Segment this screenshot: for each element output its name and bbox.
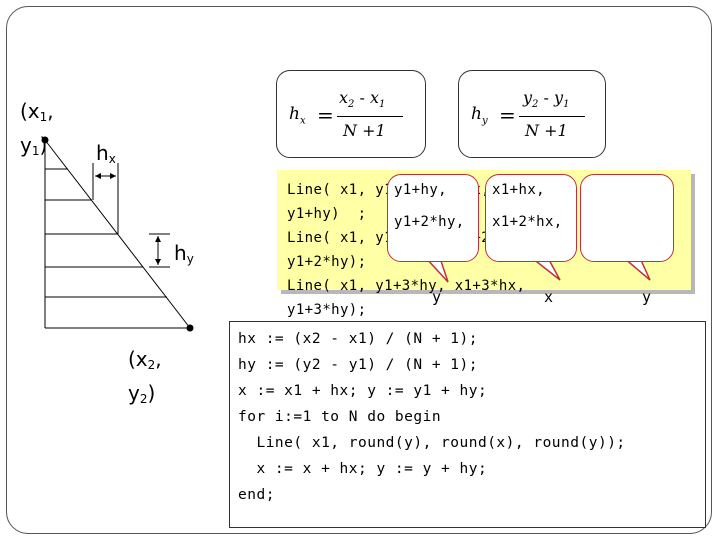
code-line: x := x + hx; y := y + hy; — [238, 461, 488, 477]
formula-hy-fraction-bar — [519, 116, 585, 117]
code-line: for i:=1 to N do begin — [238, 409, 442, 425]
formula-hy-lhs: hy — [471, 104, 488, 127]
code-line: x := x1 + hx; y := y1 + hy; — [238, 383, 488, 399]
formula-hx-box: hx = x2 - x1 N +1 — [276, 70, 426, 158]
callout-tag-y2: y — [642, 288, 652, 306]
hx-arrowhead-right — [110, 173, 116, 179]
formula-hx-equals: = — [317, 103, 334, 127]
code-line: Line( x1, round(y), round(x), round(y)); — [238, 435, 626, 451]
hy-arrowhead-top — [155, 236, 161, 242]
code-line: hx := (x2 - x1) / (N + 1); — [238, 331, 478, 347]
code-line: end; — [238, 487, 275, 503]
point1-dot — [41, 136, 49, 144]
callout-tag-x: x — [544, 288, 554, 306]
code-line: hy := (y2 - y1) / (N + 1); — [238, 357, 478, 373]
point2-label-y: y2) — [128, 381, 156, 406]
formula-hx-numerator: x2 - x1 — [339, 88, 386, 111]
callout-y-values: y1+hy, y1+2*hy, — [387, 174, 479, 262]
formula-hx-denominator: N +1 — [343, 121, 386, 140]
callout-x-values: x1+hx, x1+2*hx, — [485, 174, 577, 262]
callout-empty — [580, 174, 674, 262]
loop-code-box: hx := (x2 - x1) / (N + 1); hy := (y2 - y… — [229, 321, 706, 528]
hy-arrowhead-bottom — [155, 259, 161, 265]
callout-tag-y: y — [432, 288, 442, 306]
formula-hy-box: hy = y2 - y1 N +1 — [458, 70, 606, 158]
code-line: y1+hy) ; — [287, 206, 367, 222]
formula-hy-denominator: N +1 — [525, 121, 568, 140]
formula-hy-equals: = — [499, 103, 516, 127]
formula-hy-numerator: y2 - y1 — [523, 88, 570, 111]
hx-label: hx — [96, 141, 116, 166]
code-line: Line( x1, y1+3*hy, x1+3*hx, — [287, 278, 526, 294]
formula-hx-fraction-bar — [337, 116, 403, 117]
point1-label-y: y1) — [20, 133, 48, 158]
point1-label: (x1, — [20, 99, 54, 124]
hy-label: hy — [174, 241, 194, 266]
point2-label: (x2, — [128, 347, 162, 372]
code-line: y1+2*hy); — [287, 254, 367, 270]
code-line: y1+3*hy); — [287, 302, 367, 318]
formula-hx-lhs: hx — [289, 104, 306, 127]
hx-arrowhead-left — [95, 173, 101, 179]
point2-dot — [186, 324, 194, 332]
